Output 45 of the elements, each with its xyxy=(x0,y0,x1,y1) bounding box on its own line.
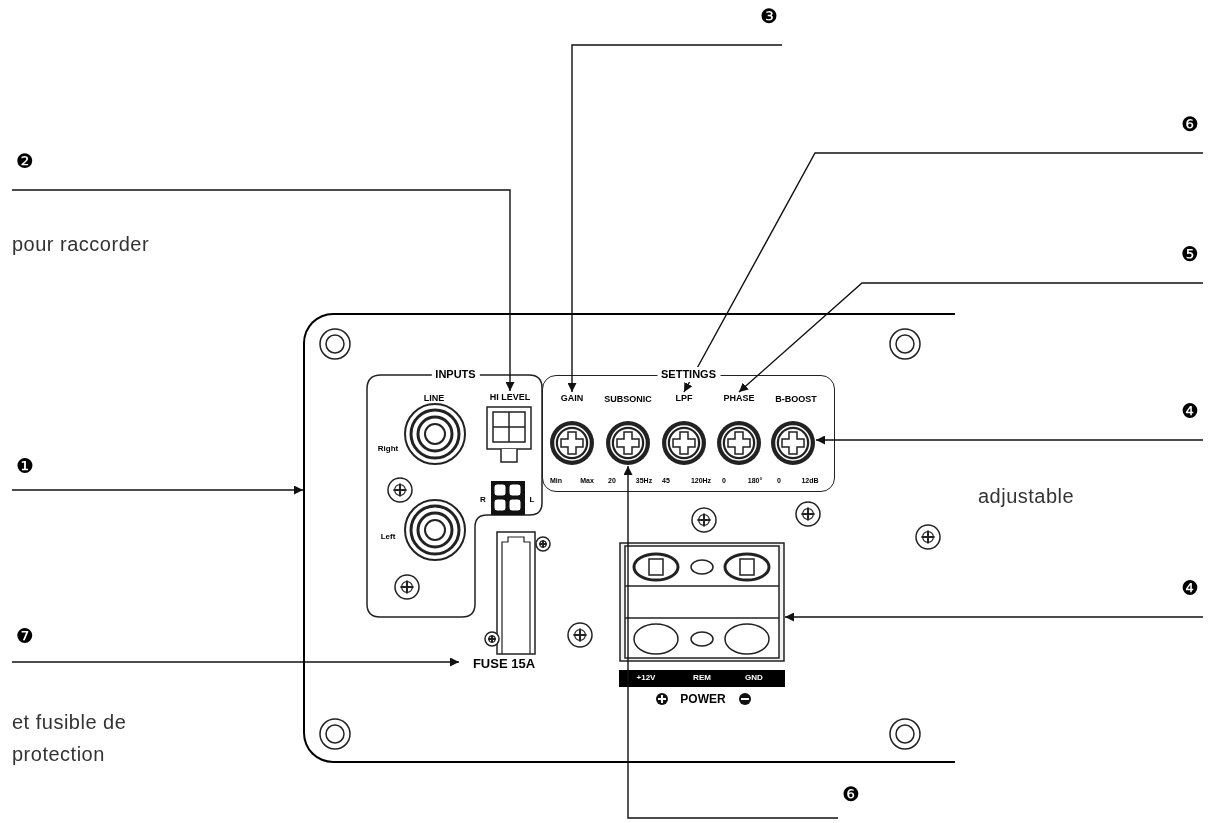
leader-line xyxy=(11,657,460,667)
control-label: SUBSONIC xyxy=(604,393,652,405)
power-label: POWER xyxy=(680,691,726,707)
hi-level-label: HI LEVEL xyxy=(484,391,536,405)
control-label: B-BOOST xyxy=(775,393,817,405)
knob xyxy=(661,420,707,466)
note-text: pour raccorder xyxy=(12,232,150,256)
section-title: SETTINGS xyxy=(657,367,720,382)
callout-number: ❻ xyxy=(842,783,860,805)
leader-line xyxy=(11,485,304,495)
channel-label: Left xyxy=(380,532,396,542)
callout-number: ❸ xyxy=(760,5,778,27)
terminal-label: +12V xyxy=(636,673,656,683)
channel-label: Right xyxy=(377,444,399,454)
callout-number: ❺ xyxy=(1181,243,1199,265)
callout-number: ❷ xyxy=(16,150,34,172)
terminal-label: REM xyxy=(693,673,711,683)
leader-line xyxy=(683,152,1204,393)
leader-line xyxy=(567,44,783,393)
callout-number: ❹ xyxy=(1181,577,1199,599)
note-text: adjustable xyxy=(978,484,1075,508)
callout-number: ❹ xyxy=(1181,400,1199,422)
leader-line xyxy=(815,435,1204,445)
knob xyxy=(716,420,762,466)
power-terminal-block xyxy=(619,542,785,662)
leader-line xyxy=(784,612,1204,622)
fuse-label: FUSE 15A xyxy=(459,656,549,672)
leader-line xyxy=(623,465,839,819)
terminal-label: GND xyxy=(745,673,763,683)
knob xyxy=(549,420,595,466)
channel-label: L xyxy=(529,495,535,505)
callout-number: ❶ xyxy=(16,455,34,477)
knob xyxy=(770,420,816,466)
callout-number: ❻ xyxy=(1181,113,1199,135)
phase-label: PHASE xyxy=(719,392,759,406)
knob xyxy=(605,420,651,466)
control-panel xyxy=(303,313,955,763)
input-label: LINE xyxy=(423,392,445,404)
note-text: et fusible de protection xyxy=(12,710,128,767)
leader-line xyxy=(11,189,515,392)
callout-number: ❼ xyxy=(16,625,34,647)
gain-label: GAIN xyxy=(556,392,588,406)
lpf-label: LPF xyxy=(671,392,697,406)
channel-label: R xyxy=(480,495,486,505)
leader-line xyxy=(738,282,1204,393)
